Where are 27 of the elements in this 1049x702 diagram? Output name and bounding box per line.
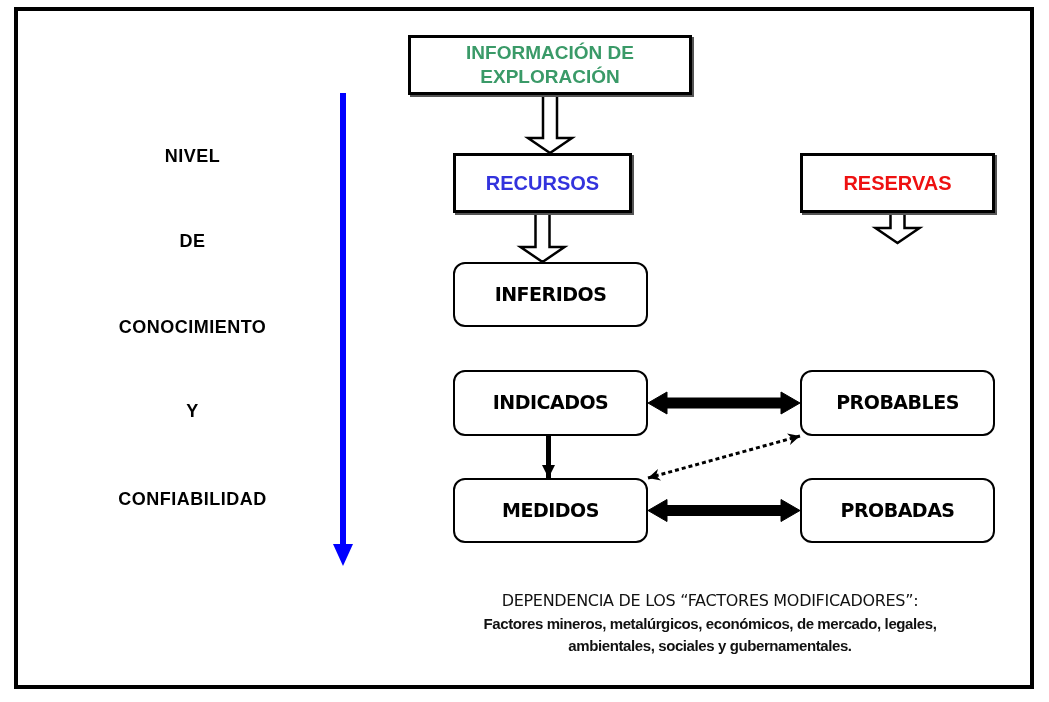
process-box: [800, 478, 995, 543]
box-label: RECURSOS: [485, 170, 600, 196]
axis-label: NIVEL: [163, 146, 222, 167]
box-label: INDICADOS: [492, 391, 609, 415]
process-box: [800, 370, 995, 436]
box-label: RESERVAS: [843, 170, 952, 196]
note-heading: DEPENDENCIA DE LOS “FACTORES MODIFICADORES”:: [500, 590, 920, 612]
arrow: [542, 436, 555, 478]
box-label: INFORMACIÓN DE EXPLORACIÓN: [465, 41, 635, 89]
axis-label: DE: [178, 231, 207, 252]
double-block-arrow: [647, 499, 801, 522]
axis-label: Y: [185, 401, 200, 422]
process-box: [408, 35, 692, 95]
box-label: PROBADAS: [840, 498, 955, 523]
process-box: [453, 262, 648, 327]
process-box: [800, 153, 995, 213]
box-label: PROBABLES: [836, 391, 959, 415]
process-box: [453, 370, 648, 436]
process-box: [453, 478, 648, 543]
dotted-arrow: [647, 433, 801, 481]
box-label: INFERIDOS: [494, 282, 607, 307]
axis-label: CONOCIMIENTO: [117, 317, 268, 338]
process-box: [453, 153, 632, 213]
double-block-arrow: [647, 391, 801, 415]
box-label: MEDIDOS: [502, 498, 599, 523]
note-text: Factores mineros, metalúrgicos, económicos, de mercado, legales, ambientales, sociales y gubernamentales.: [482, 614, 938, 656]
axis-label: CONFIABILIDAD: [117, 489, 268, 510]
